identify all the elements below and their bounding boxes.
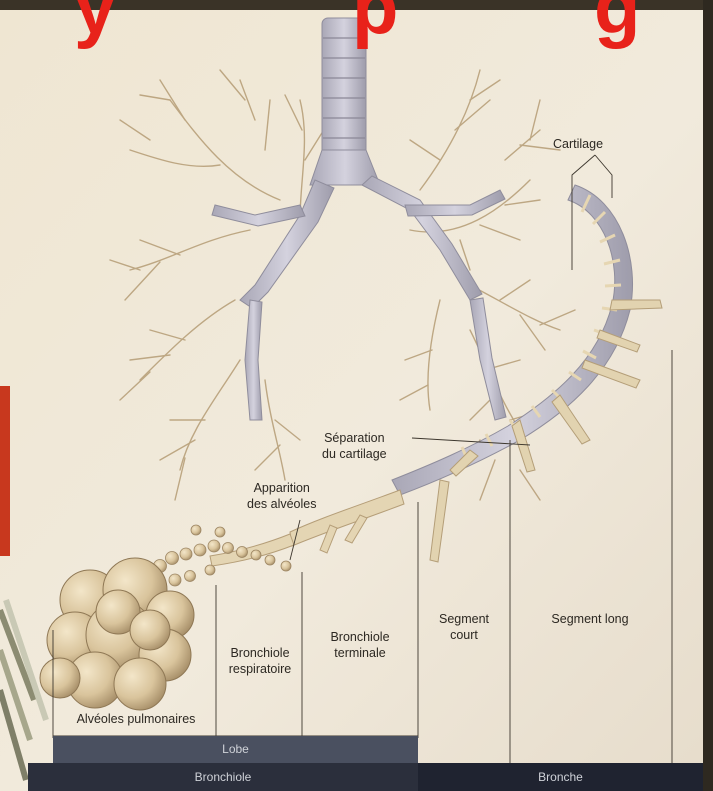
accent-bar (0, 386, 10, 556)
band-label-bronchiole: Bronchiole (28, 770, 418, 784)
title-fragment-right: g (594, 0, 640, 46)
label-segment-long: Segment long (540, 612, 640, 628)
title-fragment-left: y (74, 0, 116, 46)
label-segment-court: Segment court (420, 612, 508, 643)
band-label-bronche: Bronche (418, 770, 703, 784)
label-bronchiole-terminale: Bronchiole terminale (304, 630, 416, 661)
label-separation-cartilage: Séparation du cartilage (322, 431, 387, 462)
title-fragment-mid: p (352, 0, 398, 46)
label-apparition-alveoles: Apparition des alvéoles (247, 481, 317, 512)
band-label-lobe: Lobe (53, 742, 418, 756)
label-bronchiole-respiratoire: Bronchiole respiratoire (218, 646, 302, 677)
label-cartilage: Cartilage (553, 137, 603, 153)
label-alveoles-pulmonaires: Alvéoles pulmonaires (56, 712, 216, 728)
